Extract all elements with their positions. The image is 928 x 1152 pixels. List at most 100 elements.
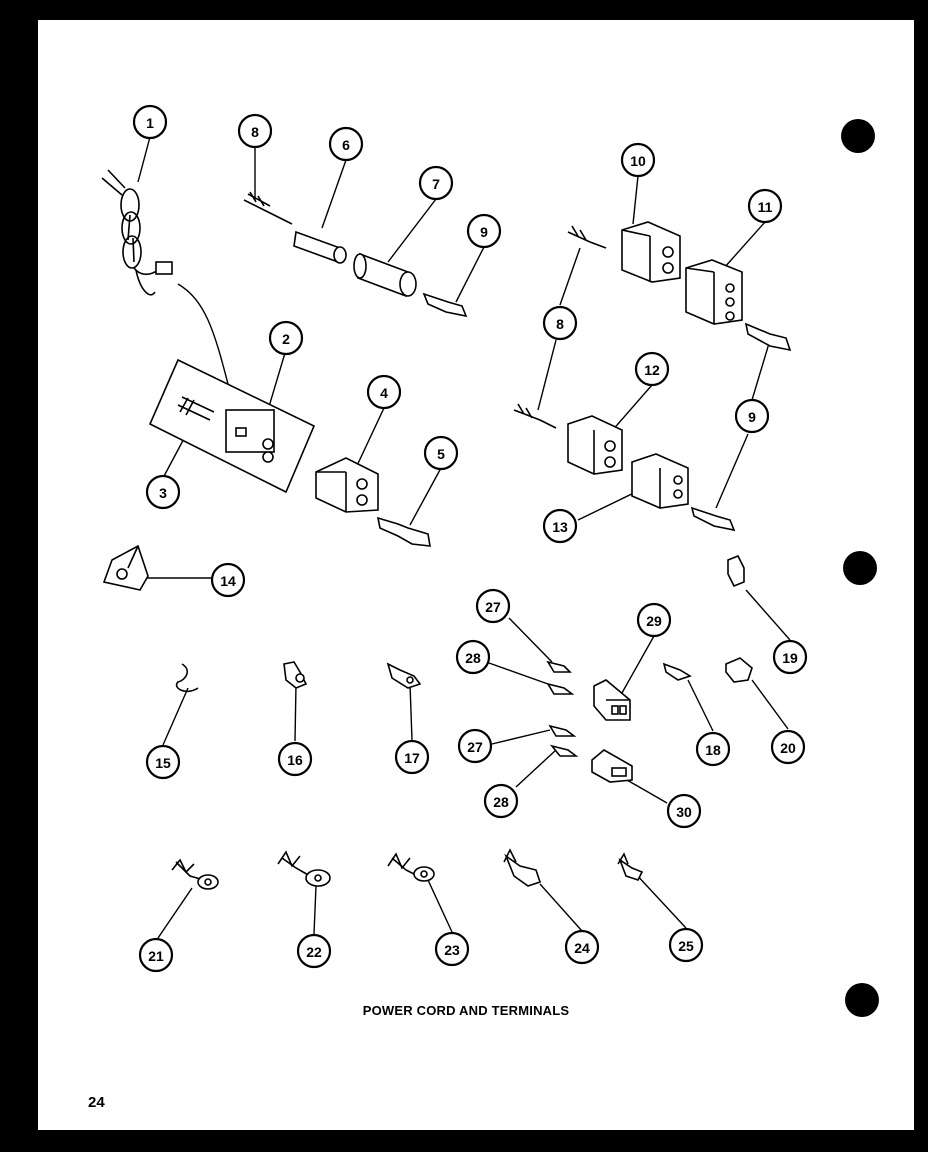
callout-number: 10 (630, 153, 646, 169)
terminal-icon (283, 661, 308, 689)
connector-housing-icon (315, 457, 379, 513)
callout-number: 8 (556, 316, 564, 332)
callout-number: 17 (404, 750, 420, 766)
callout-number: 9 (748, 409, 756, 425)
barrel-connector-icon (353, 252, 417, 298)
callout-11: 11 (747, 188, 783, 224)
callout-27: 27 (475, 588, 511, 624)
callout-number: 28 (465, 650, 481, 666)
female-terminal-icon (744, 322, 792, 352)
callout-number: 21 (148, 948, 164, 964)
callout-number: 28 (493, 794, 509, 810)
callout-28: 28 (455, 639, 491, 675)
spade-terminal-icon (503, 848, 542, 887)
connector-housing-icon (567, 415, 623, 475)
terminal-icon (725, 657, 753, 683)
callout-number: 15 (155, 755, 171, 771)
callout-24: 24 (564, 929, 600, 965)
connector-housing-icon (621, 221, 681, 283)
callout-9: 9 (734, 398, 770, 434)
callout-number: 11 (758, 199, 773, 215)
male-terminal-icon (513, 403, 557, 429)
callout-3: 3 (145, 474, 181, 510)
callout-number: 19 (782, 650, 798, 666)
binder-hole (845, 983, 879, 1017)
callout-1: 1 (132, 104, 168, 140)
callout-27: 27 (457, 728, 493, 764)
callout-number: 27 (485, 599, 501, 615)
callout-20: 20 (770, 729, 806, 765)
power-cord-icon (101, 169, 173, 296)
female-terminal-icon (376, 516, 431, 547)
parts (101, 169, 792, 890)
connector-housing-icon (685, 259, 743, 325)
callout-number: 4 (380, 385, 388, 401)
callout-number: 29 (646, 613, 662, 629)
callout-23: 23 (434, 931, 470, 967)
callout-number: 24 (574, 940, 590, 956)
callout-16: 16 (277, 741, 313, 777)
callout-19: 19 (772, 639, 808, 675)
callout-21: 21 (138, 937, 174, 973)
callout-29: 29 (636, 602, 672, 638)
callout-number: 22 (306, 944, 322, 960)
ring-terminal-icon (387, 852, 435, 882)
callout-28: 28 (483, 783, 519, 819)
connector-housing-icon (593, 679, 631, 721)
callout-number: 27 (467, 739, 483, 755)
callout-6: 6 (328, 126, 364, 162)
mounting-bracket-icon (102, 544, 149, 591)
female-terminal-icon (690, 506, 736, 532)
callout-number: 9 (480, 224, 488, 240)
ring-terminal-icon (277, 850, 331, 887)
female-terminal-icon (422, 292, 468, 318)
wire-clip-icon (175, 663, 199, 693)
callout-number: 3 (159, 485, 167, 501)
callout-9: 9 (466, 213, 502, 249)
callout-5: 5 (423, 435, 459, 471)
callout-number: 20 (780, 740, 796, 756)
callout-7: 7 (418, 165, 454, 201)
callout-number: 7 (432, 176, 440, 192)
binder-hole (843, 551, 877, 585)
callout-number: 1 (146, 115, 154, 131)
binder-holes (841, 119, 879, 1017)
callout-number: 30 (676, 804, 692, 820)
callout-number: 16 (287, 752, 303, 768)
diagram-caption: POWER CORD AND TERMINALS (362, 1003, 570, 1018)
ring-terminal-icon (171, 858, 219, 890)
callout-number: 5 (437, 446, 445, 462)
callout-number: 12 (644, 362, 660, 378)
callout-14: 14 (210, 562, 246, 598)
callout-12: 12 (634, 351, 670, 387)
terminal-icon (662, 662, 692, 681)
callout-number: 18 (705, 742, 721, 758)
callout-25: 25 (668, 927, 704, 963)
page-number: 24 (88, 1094, 105, 1111)
terminal-icon (546, 660, 579, 757)
callout-2: 2 (268, 320, 304, 356)
callout-22: 22 (296, 933, 332, 969)
callout-number: 6 (342, 137, 350, 153)
callout-8: 8 (542, 305, 578, 341)
callout-number: 25 (678, 938, 694, 954)
callout-17: 17 (394, 739, 430, 775)
callout-4: 4 (366, 374, 402, 410)
spade-terminal-icon (617, 852, 644, 881)
binder-hole (841, 119, 875, 153)
callout-number: 13 (552, 519, 568, 535)
connector-housing-icon (591, 749, 633, 783)
terminal-icon (727, 554, 745, 588)
callout-number: 14 (220, 573, 236, 589)
callout-8: 8 (237, 113, 273, 149)
terminal-icon (386, 662, 422, 689)
callout-number: 8 (251, 124, 259, 140)
callout-15: 15 (145, 744, 181, 780)
callout-13: 13 (542, 508, 578, 544)
callout-30: 30 (666, 793, 702, 829)
callout-number: 2 (282, 331, 290, 347)
male-terminal-icon (243, 191, 293, 225)
connector-kit-panel-icon (148, 358, 316, 494)
